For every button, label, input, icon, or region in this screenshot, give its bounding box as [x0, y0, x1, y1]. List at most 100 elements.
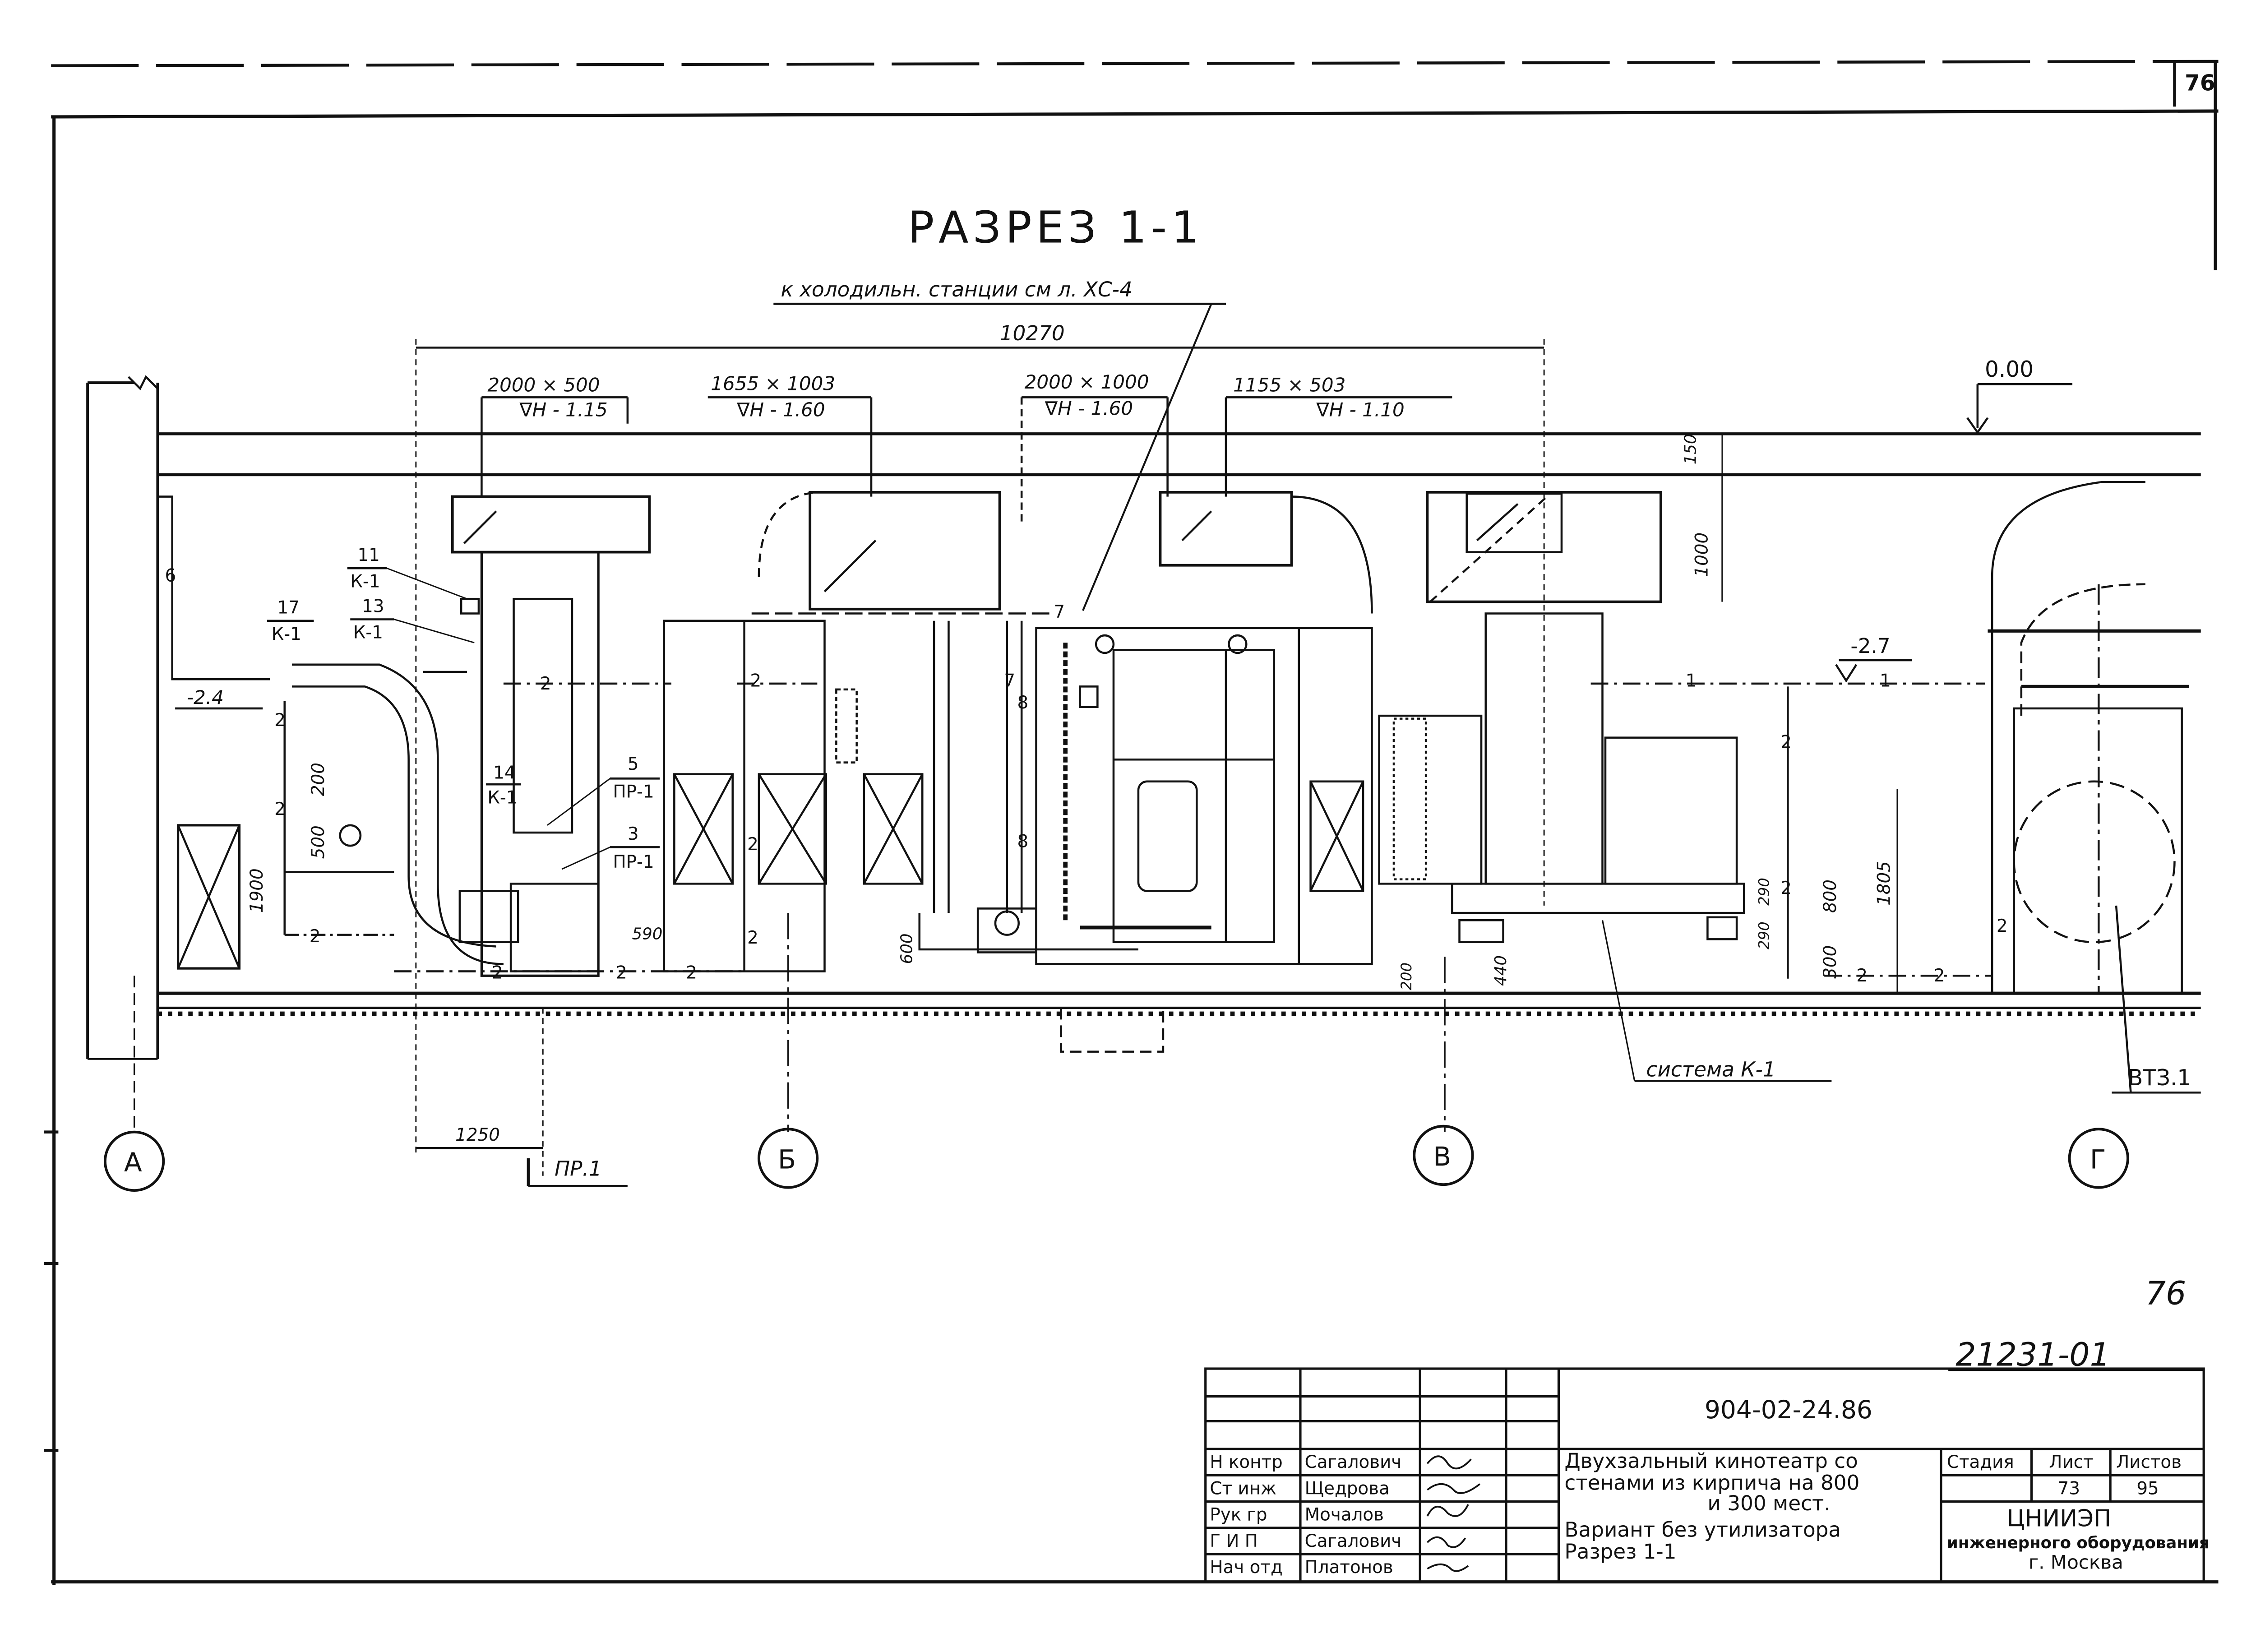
mark-6: 6 [165, 565, 176, 586]
title-block-sheet-info: Стадия Лист Листов 73 95 ЦНИИЭП инженерн… [1947, 1452, 2210, 1573]
role-4: Г И П [1210, 1531, 1258, 1551]
axis-lines [787, 913, 1446, 1132]
duct4-size: 1155 × 503 [1233, 374, 1345, 396]
mark-2j: 2 [747, 928, 758, 948]
desc-line-3: и 300 мест. [1707, 1491, 1830, 1515]
left-equipment [177, 597, 480, 970]
desc-line-4: Вариант без утилизатора [1564, 1518, 1841, 1541]
pr1-dimension: 1250 ПР.1 [416, 1008, 628, 1187]
axis-B: Б [778, 1144, 796, 1175]
dim-500: 500 [308, 825, 328, 859]
mark-2a: 2 [274, 710, 286, 731]
label-pr1: ПР.1 [555, 1157, 602, 1181]
duct-3 [1035, 491, 1373, 965]
ceiling-slab: 150 [157, 432, 2201, 477]
axis-A: А [124, 1147, 142, 1178]
mark-2b: 2 [274, 799, 286, 819]
title-block-description: Двухзальный кинотеатр со стенами из кирп… [1564, 1449, 1859, 1564]
name-1: Сагалович [1305, 1452, 1402, 1472]
floor [157, 991, 2201, 1053]
mark-2l: 2 [1780, 878, 1792, 898]
mark-2m: 2 [1856, 966, 1868, 986]
callouts: 11 К-1 17 К-1 13 К-1 14 К-1 5 ПР-1 3 ПР-… [267, 545, 660, 872]
org-line-3: г. Москва [2029, 1551, 2123, 1573]
dim-440: 440 [1492, 955, 1510, 986]
mark-2g: 2 [686, 963, 697, 983]
archive-number: 21231-01 [1956, 1336, 2110, 1374]
elev-right: -2.7 [1850, 634, 1890, 658]
mark-2f: 2 [616, 963, 627, 983]
label-vtz1: ВТЗ.1 [2128, 1065, 2191, 1091]
mark-1a: 1 [1686, 671, 1697, 691]
callout-3-sys: ПР-1 [613, 852, 654, 872]
dim-800: 800 [1820, 879, 1840, 913]
callout-13-sys: К-1 [353, 623, 383, 643]
callout-14-sys: К-1 [487, 787, 517, 808]
desc-line-5: Разрез 1-1 [1564, 1540, 1676, 1564]
role-3: Рук гр [1210, 1505, 1267, 1525]
duct-headers: 2000 × 500 ∇Н - 1.15 1655 × 1003 ∇Н - 1.… [481, 371, 1452, 526]
dim-150: 150 [1682, 434, 1700, 464]
org-line-1: ЦНИИЭП [2006, 1505, 2111, 1532]
callout-11-num: 11 [357, 545, 379, 565]
col-sheets: Листов [2116, 1452, 2182, 1472]
name-2: Щедрова [1305, 1478, 1390, 1499]
desc-line-1: Двухзальный кинотеатр со [1564, 1449, 1858, 1473]
duct2-level: ∇Н - 1.60 [736, 399, 825, 421]
mark-2i: 2 [747, 834, 758, 855]
title-block-roles: Н контр Ст инж Рук гр Г И П Нач отд Сага… [1210, 1452, 1401, 1578]
left-wall [86, 375, 159, 1132]
callout-14-num: 14 [493, 763, 515, 783]
axis-V: В [1433, 1141, 1451, 1172]
duct1-level: ∇Н - 1.15 [519, 399, 607, 421]
callout-17-num: 17 [277, 598, 300, 618]
doc-code: 904-02-24.86 [1705, 1395, 1872, 1424]
mark-2k: 2 [1780, 732, 1792, 752]
dim-1000: 1000 [1692, 532, 1712, 577]
mark-2n: 2 [1934, 966, 1945, 986]
desc-line-2: стенами из кирпича на 800 [1564, 1471, 1859, 1495]
duct-1 [291, 495, 651, 977]
mark-7b: 7 [1004, 671, 1015, 691]
name-4: Сагалович [1305, 1531, 1402, 1551]
elevation-marks: -2.4 -2.7 [175, 634, 1912, 710]
dim-300: 300 [1820, 945, 1840, 979]
overall-dimension: 10270 [415, 321, 1545, 1154]
label-system-k1: система К-1 [1646, 1058, 1776, 1082]
callout-5-num: 5 [628, 754, 639, 774]
name-3: Мочалов [1305, 1505, 1384, 1525]
mark-2c: 2 [310, 926, 321, 947]
duct3-size: 2000 × 1000 [1025, 371, 1149, 393]
duct-2 [663, 491, 1001, 972]
mark-7a: 7 [1054, 602, 1065, 622]
callout-3-num: 3 [628, 824, 639, 844]
duct4-level: ∇Н - 1.10 [1316, 399, 1405, 421]
elev-zero-text: 0.00 [1985, 357, 2034, 382]
duct-4-fan [1378, 491, 1745, 944]
mark-1b: 1 [1880, 671, 1891, 691]
duct1-size: 2000 × 500 [487, 374, 600, 396]
signatures [1426, 1455, 1481, 1572]
mark-2e: 2 [492, 963, 503, 983]
mark-2d: 2 [540, 674, 551, 694]
duct3-level: ∇Н - 1.60 [1045, 397, 1133, 419]
role-1: Н контр [1210, 1452, 1282, 1472]
mark-2h: 2 [750, 671, 762, 691]
sheets-total: 95 [2136, 1478, 2159, 1499]
sheet-frame [44, 60, 2219, 1585]
leader-note: к холодильн. станции см л. ХС-4 [781, 278, 1132, 301]
sheet-no: 73 [2058, 1478, 2080, 1499]
callout-5-sys: ПР-1 [613, 782, 654, 802]
name-5: Платонов [1305, 1557, 1393, 1578]
pipelines [157, 495, 1992, 979]
mark-8b: 8 [1017, 831, 1028, 851]
dim-1250: 1250 [455, 1125, 500, 1145]
dim-1900: 1900 [247, 868, 267, 913]
dim-200b: 200 [1398, 963, 1415, 990]
dim-200: 200 [308, 763, 328, 796]
mark-2o: 2 [1997, 916, 2008, 936]
role-2: Ст инж [1210, 1478, 1276, 1499]
callout-11-sys: К-1 [350, 571, 380, 592]
elev-left: -2.4 [187, 686, 224, 708]
